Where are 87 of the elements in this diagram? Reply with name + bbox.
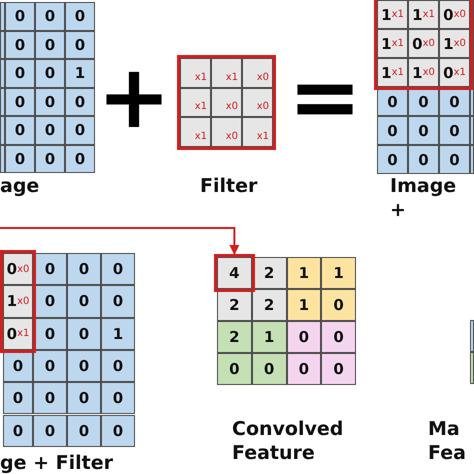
matrix-cell: 0 <box>67 350 101 382</box>
filter-window <box>374 0 473 90</box>
matrix-cell: 0 <box>35 30 65 59</box>
matrix-cell: 1 <box>286 257 322 289</box>
matrix-cell: 0 <box>35 59 65 88</box>
matrix-cell: 0 <box>65 144 95 173</box>
matrix-cell: 0 <box>408 145 439 174</box>
matrix-cell: 0 <box>33 285 67 318</box>
matrix-cell: x0 <box>242 88 273 118</box>
pooled-map <box>470 320 474 384</box>
matrix-cell: 0 <box>35 144 65 173</box>
matrix-cell: 0 <box>101 253 135 286</box>
matrix-caption: ge + Filter <box>0 452 114 474</box>
matrix-cell: 0 <box>408 87 439 116</box>
image-grid <box>377 0 474 174</box>
matrix-cell: 0 <box>35 116 65 144</box>
matrix-cell: x1 <box>242 117 273 147</box>
matrix-cell: 0 <box>101 414 135 447</box>
matrix-cell: 0 <box>101 285 135 318</box>
matrix-cell: 0 <box>321 353 356 385</box>
matrix-cell: 2 <box>252 289 286 321</box>
matrix-cell: x1 <box>180 58 211 88</box>
matrix-cell: 1 <box>101 318 135 350</box>
matrix-cell: 0 <box>35 88 65 116</box>
matrix-cell: 0 <box>321 321 356 353</box>
image-grid <box>0 2 95 173</box>
matrix-cell: 0 <box>377 87 408 116</box>
matrix-cell: 0 <box>35 2 65 30</box>
matrix-cell: 0 <box>5 30 35 59</box>
matrix-cell: 0 <box>65 88 95 116</box>
matrix-cell: x0 <box>242 58 273 88</box>
matrix-cell: 2 <box>217 289 252 321</box>
matrix-cell: 0 <box>67 253 101 286</box>
plus-sign: + <box>97 53 171 141</box>
matrix-cell: 4 <box>217 257 252 289</box>
matrix-cell: 1 <box>252 321 286 353</box>
matrix-cell: 0 <box>33 414 67 447</box>
matrix-cell: 0 <box>101 382 135 414</box>
matrix-cell: 2 <box>217 321 252 353</box>
matrix-cell: 0 <box>377 116 408 145</box>
matrix-cell: 1 <box>286 289 322 321</box>
matrix-cell: 0 <box>439 145 470 174</box>
filter-grid <box>177 55 276 150</box>
matrix-cell: x1 <box>180 88 211 118</box>
image-grid <box>3 253 135 447</box>
matrix-cell: 0 <box>67 285 101 318</box>
feature-map <box>217 257 356 385</box>
matrix-cell: 0 <box>67 318 101 350</box>
matrix-cell: 0 <box>5 2 35 30</box>
matrix-caption: Convolved Feature <box>232 418 344 466</box>
matrix-cell: 0 <box>377 145 408 174</box>
matrix-cell: 0 <box>33 253 67 286</box>
matrix-cell: x0 <box>211 117 242 147</box>
matrix-cell: x1 <box>211 58 242 88</box>
filter-window <box>0 250 36 353</box>
matrix-cell: 0 <box>5 116 35 144</box>
matrix-caption: Filter <box>200 175 258 199</box>
matrix-cell: 0 <box>101 350 135 382</box>
matrix-cell: 0 <box>286 321 322 353</box>
matrix-cell: 0 <box>33 350 67 382</box>
matrix-cell: 0 <box>439 87 470 116</box>
matrix-cell: x1 <box>180 117 211 147</box>
matrix-cell: 0 <box>65 2 95 30</box>
matrix-caption: Ma Fea <box>428 418 467 466</box>
arrow <box>0 227 240 255</box>
matrix-cell: 0 <box>65 116 95 144</box>
matrix-cell: 0 <box>439 116 470 145</box>
matrix-caption: age <box>0 175 40 199</box>
matrix-cell: 0 <box>286 353 322 385</box>
matrix-cell: x0 <box>211 88 242 118</box>
matrix-cell: 1 <box>65 59 95 88</box>
matrix-cell: 0 <box>252 353 286 385</box>
matrix-cell: 0 <box>5 144 35 173</box>
matrix-cell: 0 <box>33 382 67 414</box>
matrix-cell: 0 <box>67 382 101 414</box>
matrix-cell: 0 <box>321 289 356 321</box>
matrix-caption: Image + <box>390 175 458 222</box>
matrix-cell: 1 <box>321 257 356 289</box>
matrix-cell: 0 <box>65 30 95 59</box>
matrix-cell: 0 <box>67 414 101 447</box>
equals-sign: = <box>288 53 362 141</box>
matrix-cell: 0 <box>3 414 33 447</box>
matrix-cell: 0 <box>5 59 35 88</box>
matrix-cell: 0 <box>5 88 35 116</box>
matrix-cell: 0 <box>217 353 252 385</box>
matrix-cell: 0 <box>3 382 33 414</box>
matrix-cell: 0 <box>408 116 439 145</box>
